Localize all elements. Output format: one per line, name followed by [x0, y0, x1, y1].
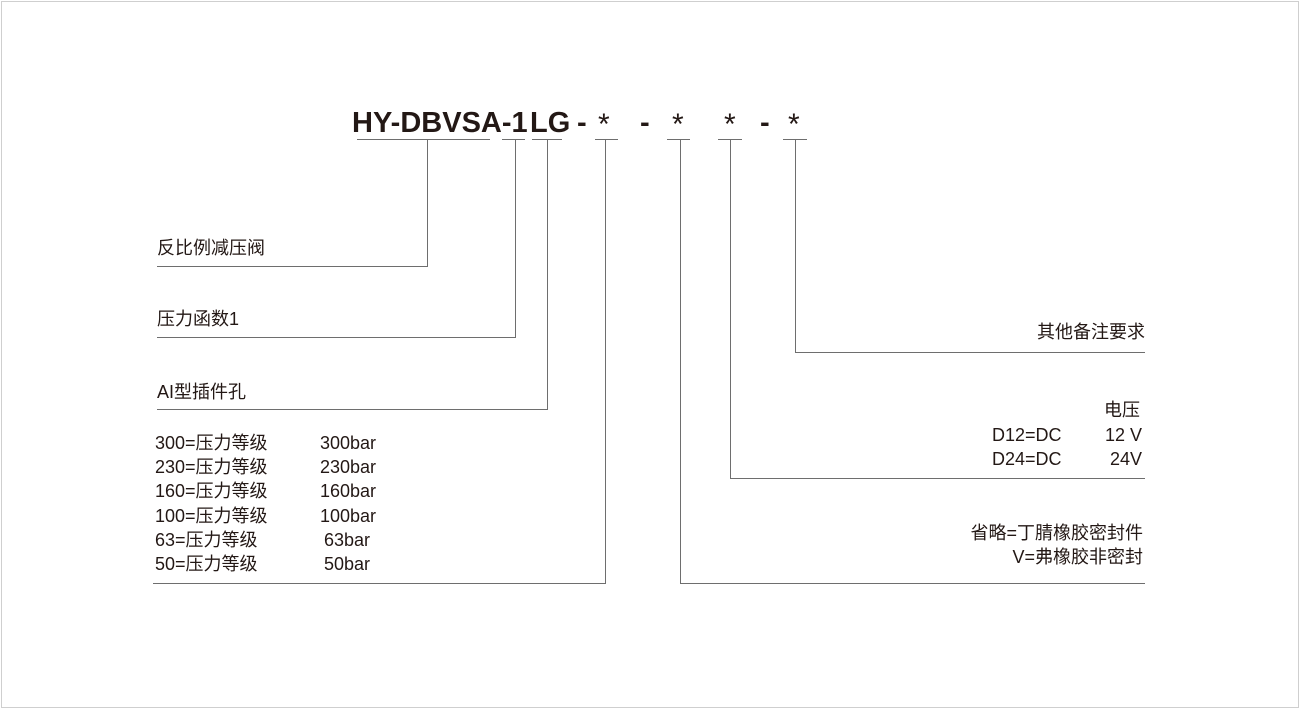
pressure-value: 100bar — [320, 506, 377, 526]
code-port: LG — [530, 107, 571, 139]
underline-base — [357, 139, 490, 140]
code-dash-2: - — [640, 107, 650, 139]
leader-port-v — [547, 139, 548, 409]
underline-pressure — [595, 139, 618, 140]
pressure-code: 50=压力等级 — [155, 554, 258, 574]
leader-function-v — [515, 139, 516, 337]
underline-function — [502, 139, 525, 140]
pressure-code: 100=压力等级 — [155, 506, 268, 526]
code-dash-1: - — [577, 107, 587, 139]
label-voltage-title: 电压 — [1104, 400, 1140, 420]
pressure-value: 50bar — [324, 554, 371, 574]
leader-base-v — [427, 139, 428, 266]
pressure-code: 230=压力等级 — [155, 457, 268, 477]
leader-voltage-h — [730, 478, 1145, 479]
leader-function-h — [157, 337, 516, 338]
leader-pressure-v — [605, 139, 606, 583]
leader-base-h — [157, 266, 428, 267]
pressure-code: 300=压力等级 — [155, 433, 268, 453]
pressure-value: 230bar — [320, 457, 377, 477]
code-star-pressure: * — [598, 108, 610, 141]
leader-remarks-h — [795, 352, 1145, 353]
leader-voltage-v — [730, 139, 731, 478]
underline-seal — [667, 139, 690, 140]
leader-pressure-h — [153, 583, 606, 584]
pressure-value: 160bar — [320, 481, 377, 501]
code-star-remarks: * — [788, 108, 800, 141]
code-dash-3: - — [760, 107, 770, 139]
voltage-code: D12=DC — [992, 425, 1062, 445]
leader-seal-h — [680, 583, 1145, 584]
code-star-seal: * — [672, 108, 684, 141]
pressure-value: 63bar — [324, 530, 371, 550]
leader-seal-v — [680, 139, 681, 583]
voltage-value: 12 V — [1104, 425, 1142, 445]
pressure-code: 160=压力等级 — [155, 481, 268, 501]
label-pressure-function: 压力函数1 — [157, 309, 240, 329]
leader-remarks-v — [795, 139, 796, 352]
pressure-code: 63=压力等级 — [155, 530, 258, 550]
pressure-value: 300bar — [320, 433, 377, 453]
label-remarks: 其他备注要求 — [1037, 322, 1145, 342]
voltage-value: 24V — [1109, 449, 1142, 469]
voltage-code: D24=DC — [992, 449, 1062, 469]
seal-option: V=弗橡胶非密封 — [1012, 547, 1143, 567]
label-cartridge-cavity: AI型插件孔 — [157, 382, 247, 402]
label-valve-type: 反比例减压阀 — [157, 238, 265, 258]
leader-port-h — [157, 409, 548, 410]
seal-option: 省略=丁腈橡胶密封件 — [970, 523, 1143, 543]
code-star-voltage: * — [724, 108, 736, 141]
code-base: HY-DBVSA-1 — [352, 107, 528, 139]
